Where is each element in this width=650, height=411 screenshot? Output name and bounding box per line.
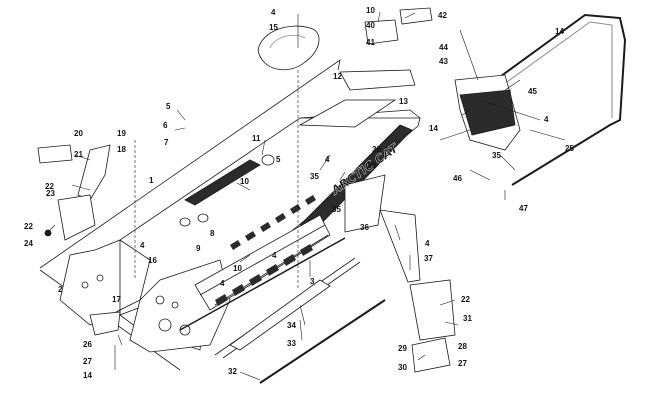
callout-number-c46: 46 [453, 174, 462, 183]
assembly-boundary-line [39, 59, 341, 269]
callout-number-c11: 11 [252, 134, 261, 143]
side-plate [37, 144, 73, 164]
callout-number-c6: 6 [163, 121, 168, 130]
callout-number-c10b: 10 [240, 177, 249, 186]
callout-number-c3: 3 [310, 277, 315, 286]
callout-number-c39: 39 [367, 161, 376, 170]
rail-bar [179, 237, 346, 331]
callout-number-c43: 43 [439, 57, 448, 66]
callout-number-c35b: 35 [332, 205, 341, 214]
callout-number-c30: 30 [398, 363, 407, 372]
foot-bracket [411, 337, 451, 373]
callout-number-c42: 42 [438, 11, 447, 20]
callout-number-c34: 34 [287, 321, 296, 330]
bracket-plate [57, 194, 96, 241]
callout-number-c2: 2 [58, 285, 63, 294]
callout-number-c44: 44 [439, 43, 448, 52]
mount-bracket [364, 19, 399, 45]
seat-pad [257, 25, 320, 70]
callout-number-c37: 37 [424, 254, 433, 263]
running-board [89, 311, 121, 336]
callout-number-c15: 15 [269, 23, 278, 32]
callout-number-c25: 25 [565, 144, 574, 153]
callout-number-c45: 45 [528, 87, 537, 96]
callout-number-c7: 7 [164, 138, 169, 147]
callout-number-c17: 17 [112, 295, 121, 304]
leader-lines [47, 11, 566, 381]
callout-number-c5a: 5 [166, 102, 171, 111]
callout-number-c14a: 14 [555, 27, 564, 36]
callout-number-c38: 38 [372, 145, 381, 154]
callout-number-c23: 23 [46, 189, 55, 198]
mount-plate [399, 7, 433, 25]
side-panel-insert [344, 174, 386, 233]
callout-number-c35a: 35 [310, 172, 319, 181]
callout-number-c12: 12 [333, 72, 342, 81]
callout-number-c27a: 27 [83, 357, 92, 366]
chevron-decal [215, 195, 316, 306]
nut-part [44, 229, 52, 237]
callout-number-c9: 9 [196, 244, 201, 253]
callout-number-c1: 1 [149, 176, 154, 185]
side-rail [379, 209, 421, 283]
chassis-side-panel [59, 239, 151, 326]
callout-number-c32: 32 [228, 367, 237, 376]
callout-number-c14b: 14 [429, 124, 438, 133]
callout-number-c4c: 4 [140, 241, 145, 250]
callout-number-c10a: 10 [366, 6, 375, 15]
callout-number-c8: 8 [210, 229, 215, 238]
callout-number-c4d: 4 [425, 239, 430, 248]
rear-bracket [339, 69, 416, 91]
callout-number-c16: 16 [148, 256, 157, 265]
callout-number-c40: 40 [366, 21, 375, 30]
callout-number-c22a: 22 [45, 182, 54, 191]
callout-number-c14c: 14 [83, 371, 92, 380]
callout-number-c19: 19 [117, 129, 126, 138]
callout-number-c13: 13 [399, 97, 408, 106]
callout-number-c22b: 22 [24, 222, 33, 231]
callout-number-c26: 26 [83, 340, 92, 349]
foot-plate [409, 279, 456, 341]
seat-recess [298, 99, 397, 128]
callout-number-c28: 28 [458, 342, 467, 351]
callout-number-c24: 24 [24, 239, 33, 248]
callout-number-c4a: 4 [271, 8, 276, 17]
callout-number-c4f: 4 [220, 279, 225, 288]
callout-number-c47: 47 [519, 204, 528, 213]
callout-number-c20: 20 [74, 129, 83, 138]
callout-number-c4b: 4 [325, 155, 330, 164]
callout-number-c35c: 35 [492, 151, 501, 160]
callout-number-c31: 31 [463, 314, 472, 323]
callout-number-c41: 41 [366, 38, 375, 47]
callout-number-c36: 36 [360, 223, 369, 232]
callout-number-c22c: 22 [461, 295, 470, 304]
callout-number-c27b: 27 [458, 359, 467, 368]
callout-number-c21: 21 [74, 150, 83, 159]
callout-number-c4g: 4 [272, 251, 277, 260]
callout-number-c10c: 10 [233, 264, 242, 273]
callout-number-c4e: 4 [544, 115, 549, 124]
rear-bumper [474, 13, 627, 186]
callout-number-c18: 18 [117, 145, 126, 154]
callout-number-c5b: 5 [276, 155, 281, 164]
callout-number-c33: 33 [287, 339, 296, 348]
rail-assembly [179, 237, 386, 384]
callout-number-c29: 29 [398, 344, 407, 353]
